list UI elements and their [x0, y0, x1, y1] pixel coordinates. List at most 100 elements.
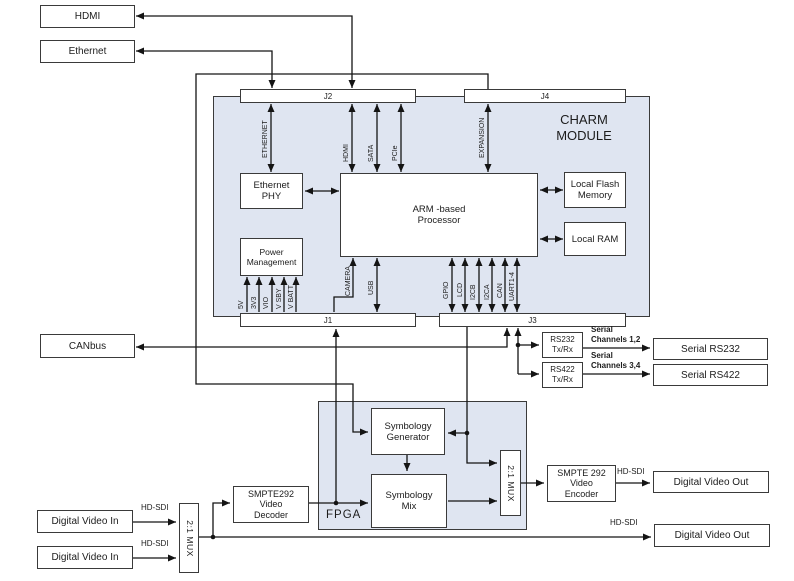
serial-rs422-box: Serial RS422 — [653, 364, 768, 386]
fpga-mux-block: 2:1 MUX — [500, 450, 521, 516]
connector-j4: J4 — [464, 89, 626, 103]
j4-symbology-route — [195, 73, 489, 436]
mux2-top-feed — [466, 433, 497, 467]
can-bus-label: CAN — [497, 283, 504, 298]
symbmix-line2: Mix — [401, 501, 417, 512]
hdsdi-in-1-label: HD-SDI — [141, 503, 169, 512]
video-in-2-label: Digital Video In — [51, 552, 119, 563]
ethernet-external-route — [136, 47, 276, 88]
local-flash-block: Local Flash Memory — [564, 172, 626, 208]
power-vio-label: VIO — [263, 296, 270, 309]
ch34-line2: Channels 3,4 — [591, 360, 641, 370]
serial-rs422-label: Serial RS422 — [681, 369, 740, 381]
fpga-mux-label: 2:1 MUX — [506, 464, 517, 502]
encoder-line1: SMPTE 292 — [557, 467, 606, 478]
decoder-line2: Video — [259, 499, 283, 510]
serial-channels-34-label: Serial Channels 3,4 — [591, 351, 640, 370]
connector-j4-label: J4 — [540, 91, 550, 101]
arm-line1: ARM -based — [412, 204, 466, 215]
hdmi-bus-label: HDMI — [343, 144, 350, 162]
arm-processor-block: ARM -based Processor — [340, 173, 538, 257]
input-mux-label: 2:1 MUX — [184, 519, 195, 557]
hdmi-box: HDMI — [40, 5, 135, 28]
ethernet-bus-label: ETHERNET — [262, 120, 269, 158]
symbology-mix-block: Symbology Mix — [371, 474, 447, 528]
charm-module-title: CHARM MODULE — [540, 112, 628, 144]
video-in-1-label: Digital Video In — [51, 516, 119, 527]
ch12-line1: Serial — [591, 325, 613, 334]
bidirectional-bus-arrows — [136, 12, 563, 351]
serial-rs232-box: Serial RS232 — [653, 338, 768, 360]
encoder-line2: Video — [570, 478, 593, 489]
i2cb-bus-label: I2CB — [470, 284, 477, 300]
i2ca-bus-label: I2CA — [484, 284, 491, 300]
rs422-line2: Tx/Rx — [552, 375, 573, 384]
ethernet-phy-line2: PHY — [261, 191, 282, 202]
ethernet-phy-line1: Ethernet — [253, 180, 290, 191]
canbus-label: CANbus — [68, 340, 107, 352]
arm-line2: Processor — [417, 215, 461, 226]
directional-wires — [133, 73, 651, 562]
expansion-bus-label: EXPANSION — [479, 117, 486, 158]
symbmix-line1: Symbology — [385, 490, 433, 501]
hdsdi-out-2-label: HD-SDI — [610, 518, 638, 527]
digital-video-out-1-box: Digital Video Out — [653, 471, 769, 493]
symbgen-line1: Symbology — [384, 420, 432, 432]
power-vbatt-label: V BATT — [288, 285, 295, 309]
hdmi-external-route — [136, 12, 356, 88]
power-line2: Management — [246, 257, 297, 267]
video-out-2-label: Digital Video Out — [674, 530, 750, 541]
hdsdi-out-1-label: HD-SDI — [617, 467, 645, 476]
junction-dots — [210, 342, 521, 540]
ch34-line1: Serial — [591, 351, 613, 360]
power-5v-label: 5V — [238, 300, 245, 309]
smpte292-encoder-block: SMPTE 292 Video Encoder — [547, 465, 616, 502]
serial-rs232-label: Serial RS232 — [681, 343, 740, 355]
power-vsby-label: V SBY — [276, 288, 283, 309]
canbus-route — [136, 328, 511, 351]
connector-j1: J1 — [240, 313, 416, 327]
charm-title-line1: CHARM — [560, 112, 608, 127]
flash-line2: Memory — [577, 190, 613, 201]
input-mux-block: 2:1 MUX — [179, 503, 199, 573]
uart-bus-label: UART1-4 — [509, 271, 516, 301]
lcd-bus-label: LCD — [457, 282, 464, 297]
serial-channels-12-label: Serial Channels 1,2 — [591, 325, 640, 344]
rs232-line1: RS232 — [550, 335, 575, 344]
decoder-line1: SMPTE292 — [247, 488, 295, 499]
smpte292-decoder-block: SMPTE292 Video Decoder — [233, 486, 309, 523]
ethernet-box: Ethernet — [40, 40, 135, 63]
connector-j2-label: J2 — [323, 91, 333, 101]
connector-j3-label: J3 — [528, 315, 537, 325]
sata-bus-label: SATA — [368, 144, 375, 162]
power-management-block: Power Management — [240, 238, 303, 276]
pcie-bus-label: PCIe — [392, 145, 399, 161]
digital-video-in-2-box: Digital Video In — [37, 546, 133, 569]
camera-line — [333, 258, 357, 312]
rs422-txrx-block: RS422 Tx/Rx — [542, 362, 583, 388]
digital-video-out-2-box: Digital Video Out — [654, 524, 770, 547]
ethernet-phy-block: Ethernet PHY — [240, 173, 303, 209]
power-line1: Power — [259, 247, 284, 257]
power-3v3-label: 3V3 — [251, 296, 258, 309]
camera-bus-label: CAMERA — [345, 266, 352, 296]
decoder-line3: Decoder — [253, 509, 289, 520]
flash-line1: Local Flash — [570, 179, 620, 190]
symbology-generator-block: Symbology Generator — [371, 408, 445, 455]
decoder-feed — [212, 499, 230, 537]
symbgen-line2: Generator — [386, 431, 430, 443]
ch12-line2: Channels 1,2 — [591, 334, 641, 344]
rs232-line2: Tx/Rx — [552, 345, 573, 354]
fpga-label: FPGA — [326, 509, 362, 521]
gpio-bus-label: GPIO — [443, 281, 450, 299]
rs232-txrx-block: RS232 Tx/Rx — [542, 332, 583, 358]
connector-j1-label: J1 — [323, 315, 333, 325]
connector-j2: J2 — [240, 89, 416, 103]
encoder-line3: Encoder — [564, 488, 599, 499]
hdsdi-in-2-label: HD-SDI — [141, 539, 169, 548]
charm-title-line2: MODULE — [556, 128, 612, 143]
video-out-1-label: Digital Video Out — [673, 476, 749, 488]
connector-j3: J3 — [439, 313, 626, 327]
